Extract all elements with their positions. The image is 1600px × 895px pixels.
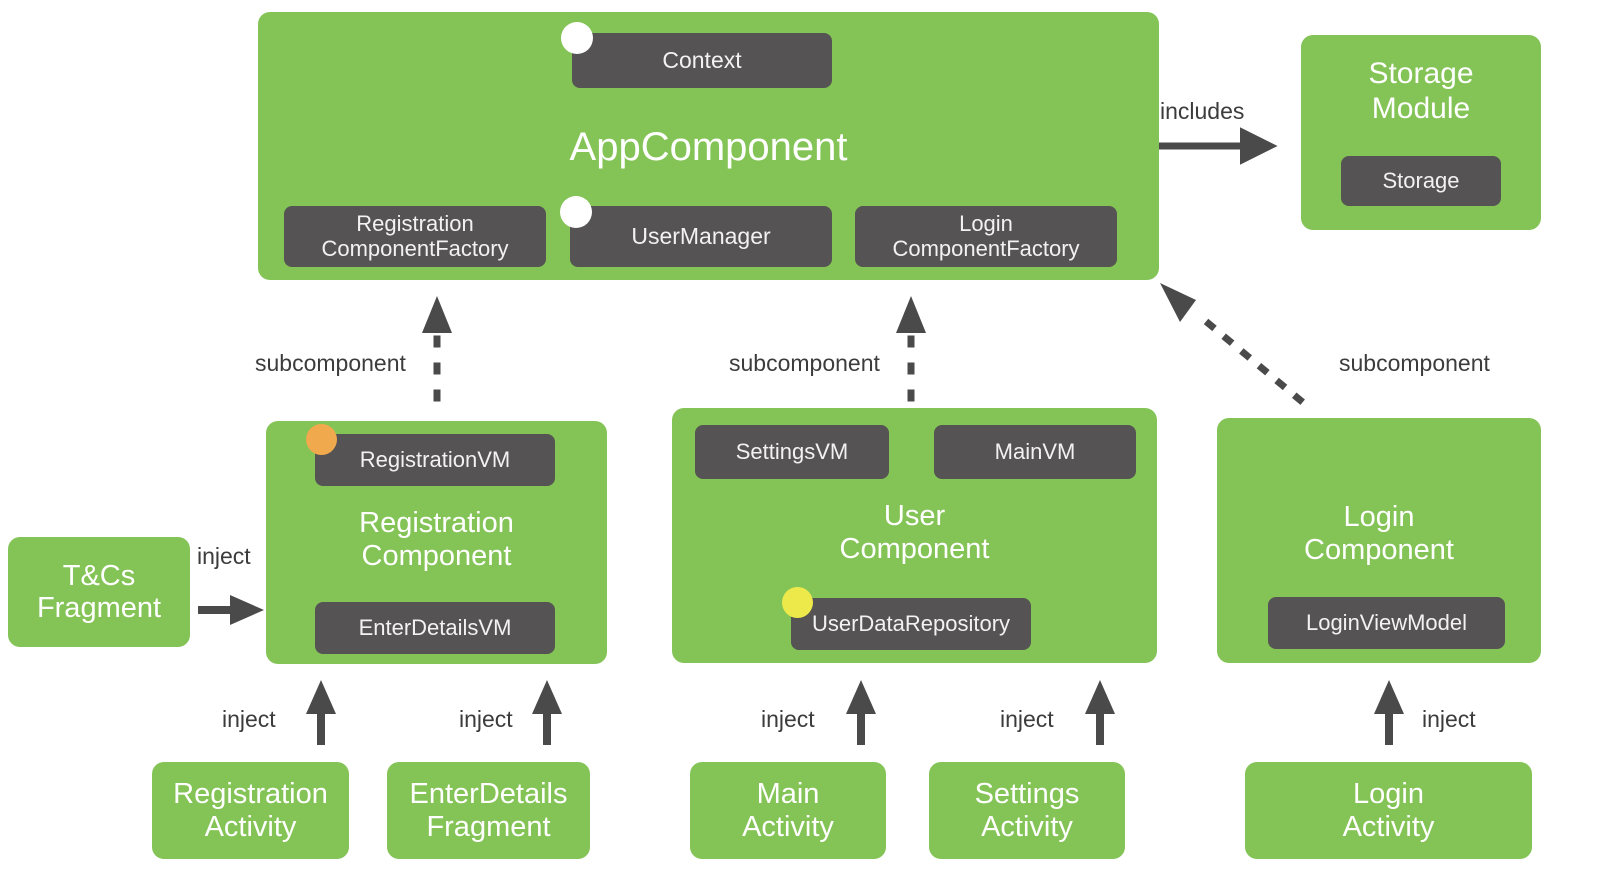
edge-label-subcomponent-user: subcomponent [729,350,880,376]
binding-main-vm[interactable]: MainVM [934,425,1136,479]
edge-label-subcomponent-login: subcomponent [1339,350,1490,376]
arrow-inject-enter-details [532,680,562,745]
client-tcs-fragment[interactable]: T&Cs Fragment [8,537,190,647]
scope-dot-registration-vm [306,424,337,455]
edge-label-inject-settings-activity: inject [1000,706,1054,732]
binding-login-view-model[interactable]: LoginViewModel [1268,597,1505,649]
arrow-inject-registration-activity [306,680,336,745]
binding-storage[interactable]: Storage [1341,156,1501,206]
user-component-title: User Component [839,500,990,566]
registration-component-title: Registration Component [359,507,514,573]
arrow-inject-login-activity [1374,680,1404,745]
binding-context[interactable]: Context [572,33,832,88]
arrow-subcomponent-login [1160,283,1305,405]
edge-label-inject-enter-details: inject [459,706,513,732]
arrow-inject-settings-activity [1085,680,1115,745]
edge-label-includes: includes [1160,98,1245,124]
scope-dot-context [561,22,593,54]
login-component-title: Login Component [1304,501,1454,567]
client-settings-activity[interactable]: Settings Activity [929,762,1125,859]
binding-enter-details-vm[interactable]: EnterDetailsVM [315,602,555,654]
client-main-activity[interactable]: Main Activity [690,762,886,859]
arrow-inject-tcs [198,595,264,625]
binding-user-manager[interactable]: UserManager [570,206,832,267]
arrow-subcomponent-user [896,296,926,402]
edge-label-inject-main-activity: inject [761,706,815,732]
app-component-title: AppComponent [569,125,848,169]
client-registration-activity[interactable]: Registration Activity [152,762,349,859]
binding-registration-component-factory[interactable]: Registration ComponentFactory [284,206,546,267]
client-login-activity[interactable]: Login Activity [1245,762,1532,859]
client-enter-details-fragment[interactable]: EnterDetails Fragment [387,762,590,859]
binding-settings-vm[interactable]: SettingsVM [695,425,889,479]
arrow-inject-main-activity [846,680,876,745]
binding-login-component-factory[interactable]: Login ComponentFactory [855,206,1117,267]
arrow-subcomponent-registration [422,296,452,402]
binding-registration-vm[interactable]: RegistrationVM [315,434,555,486]
edge-label-inject-registration-activity: inject [222,706,276,732]
edge-label-subcomponent-registration: subcomponent [255,350,406,376]
edge-label-inject-login-activity: inject [1422,706,1476,732]
binding-user-data-repository[interactable]: UserDataRepository [791,598,1031,650]
scope-dot-user-data-repository [782,587,813,618]
scope-dot-user-manager [560,196,592,228]
storage-module-title: Storage Module [1368,57,1474,125]
edge-label-inject-tcs: inject [197,543,251,569]
